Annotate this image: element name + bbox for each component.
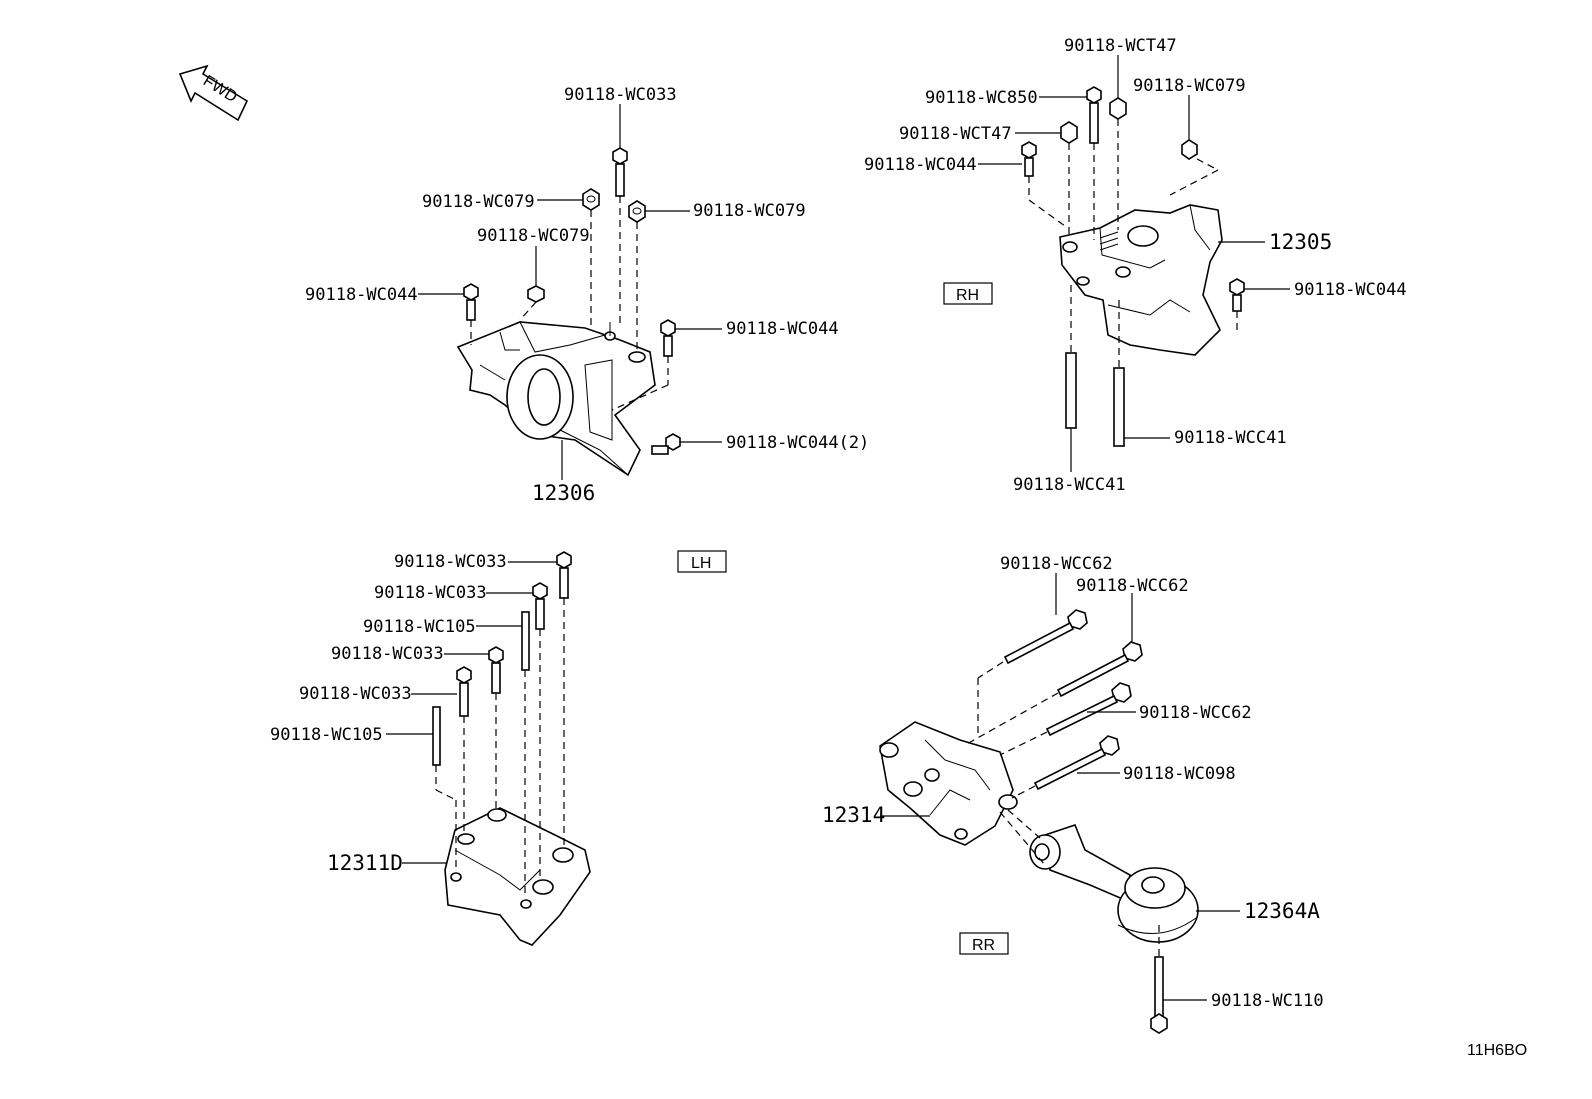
lh-lower-bracket-assembly: 90118-WC033 90118-WC033 90118-WC105 9011… [270,551,591,946]
callout-label: 90118-WC079 [693,201,806,221]
bolt-icon [456,666,472,717]
callout-label: 90118-WC850 [925,88,1038,108]
callout-label: 90118-WCC62 [1139,703,1252,723]
callout-label: 90118-WC033 [331,644,444,664]
callout-label: 90118-WC105 [270,725,383,745]
bracket-12314-drawing [879,721,1018,846]
nut-icon [582,188,600,211]
callout-label: 90118-WCT47 [1064,36,1177,56]
callout-label: 90118-WCC41 [1013,475,1126,495]
callout-label: 90118-WC044 [305,285,418,305]
callout-label: 90118-WC079 [477,226,590,246]
bolt-icon [463,283,479,321]
nut-icon [628,200,646,223]
long-bolt-icon [1033,735,1120,791]
rr-mount-assembly: 90118-WCC62 90118-WCC62 90118-WCC62 9011… [822,554,1324,1034]
torque-rod-12364a-drawing [1029,824,1199,943]
callout-label: 90118-WC044 [726,319,839,339]
svg-text:LH: LH [691,555,711,572]
callout-label: 90118-WC105 [363,617,476,637]
nut-icon [527,285,545,303]
callout-label: 90118-WC079 [422,192,535,212]
callout-label: 90118-WC044(2) [726,433,869,453]
part-number-label: 12311D [327,851,403,875]
callout-label: 90118-WCT47 [899,124,1012,144]
bracket-12311d-drawing [444,807,591,946]
stud-icon [432,706,441,766]
section-tag-rr: RR [959,932,1009,955]
part-number-label: 12364A [1244,899,1320,923]
bolt-icon [1229,278,1245,312]
part-number-label: 12306 [532,481,595,505]
fwd-arrow-icon: FWD [178,64,249,122]
bolt-icon [651,433,681,455]
callout-label: 90118-WC033 [394,552,507,572]
svg-text:RR: RR [972,937,995,954]
bolt-icon [660,319,676,357]
section-tag-rh: RH [943,282,993,305]
callout-label: 90118-WC044 [864,155,977,175]
stud-icon [1113,367,1125,447]
callout-label: 90118-WC044 [1294,280,1407,300]
callout-label: 90118-WC098 [1123,764,1236,784]
callout-label: 90118-WC079 [1133,76,1246,96]
engine-mount-12306-drawing [456,321,656,477]
bolt-icon [556,551,572,599]
stud-icon [1065,352,1077,429]
callout-label: 90118-WCC41 [1174,428,1287,448]
svg-text:RH: RH [956,287,979,304]
nut-icon [1060,121,1078,144]
bolt-icon [1021,141,1037,177]
part-number-label: 12305 [1269,230,1332,254]
diagram-code: 11H6BO [1467,1042,1527,1059]
callout-label: 90118-WC033 [564,85,677,105]
callout-label: 90118-WCC62 [1000,554,1113,574]
part-number-label: 12314 [822,803,885,827]
callout-label: 90118-WC033 [374,583,487,603]
bolt-icon [1086,86,1102,144]
engine-mount-12305-drawing [1059,204,1223,356]
bolt-icon [532,582,548,630]
section-tag-lh: LH [677,550,727,573]
lh-upper-mount-assembly: 90118-WC033 90118-WC079 90118-WC079 9011… [305,85,869,505]
bolt-icon [488,646,504,694]
bolt-icon [1150,956,1168,1034]
long-bolt-icon [1045,682,1132,737]
nut-icon [1181,139,1198,160]
bolt-icon [612,147,628,197]
stud-icon [521,611,530,671]
long-bolt-icon [1003,609,1088,665]
rh-mount-assembly: 90118-WCT47 90118-WC850 90118-WC079 9011… [864,36,1407,495]
callout-label: 90118-WCC62 [1076,576,1189,596]
nut-icon [1109,97,1127,120]
callout-label: 90118-WC033 [299,684,412,704]
long-bolt-icon [1056,641,1143,698]
callout-label: 90118-WC110 [1211,991,1324,1011]
